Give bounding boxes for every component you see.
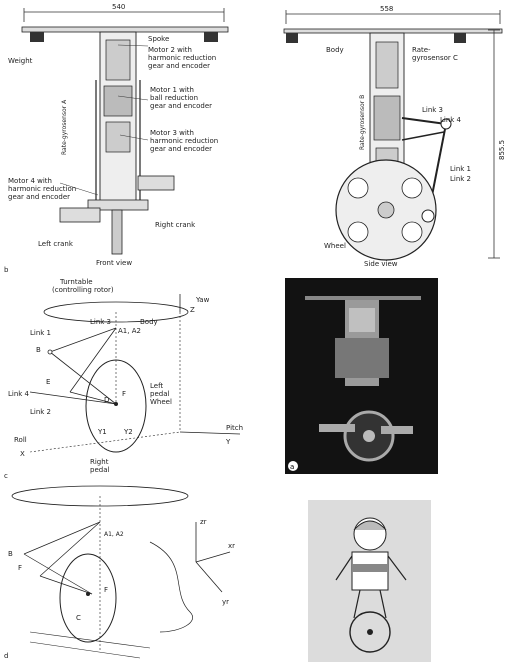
wheel-label-c: Wheel (150, 398, 172, 406)
front-dimension: 540 (112, 3, 125, 11)
body-label: Body (326, 46, 344, 54)
front-view-drawing: 540 Weight Spoke Motor 2 with harmonic r… (0, 0, 262, 274)
front-view-svg: 540 Weight Spoke Motor 2 with harmonic r… (4, 3, 229, 274)
c-label-d: C (76, 614, 81, 622)
weight-label: Weight (8, 57, 33, 65)
motor3-label-2: harmonic reduction (150, 137, 218, 145)
b-label-c: B (36, 346, 41, 354)
link2-label-c: Link 2 (30, 408, 51, 416)
kinematic-wheel (85, 359, 147, 453)
link4-label-c: Link 4 (8, 390, 30, 398)
b-label-d: B (8, 550, 13, 558)
weight-right (204, 32, 218, 42)
side-dimension-right: 855.5 (498, 140, 506, 160)
left-pedal-label-2: pedal (150, 390, 169, 398)
motor1-label-3: gear and encoder (150, 102, 212, 110)
f-left-label-d: F (18, 564, 22, 572)
turntable-label-1: Turntable (59, 278, 93, 286)
y1-label: Y1 (97, 428, 107, 436)
front-view-caption: Front view (96, 259, 132, 267)
zr-label: zr (200, 518, 207, 526)
z-axis-label: Z (190, 306, 195, 314)
coordinate-svg: B F F A1, A2 C zr xr yr d (4, 485, 235, 660)
link2-label: Link 2 (450, 175, 471, 183)
side-view-svg: 558 855.5 Body Rate- gyrosensor C Rate-g… (283, 5, 506, 268)
rate-gyro-b-label: Rate-gyrosensor B (359, 95, 366, 150)
link4-label: Link 4 (440, 116, 462, 124)
motor2-label-1: Motor 2 with (148, 46, 192, 54)
right-pedal-label-2: pedal (90, 466, 109, 474)
rate-gyro-c-label-2: gyrosensor C (412, 54, 458, 62)
pitch-label: Pitch (226, 424, 243, 432)
unicyclist-svg (308, 500, 431, 662)
rate-gyro-a-label: Rate-gyrosensor A (61, 99, 68, 155)
e-label-c: E (46, 378, 50, 386)
link3-label-c: Link 3 (90, 318, 111, 326)
f-right-label-d: F (104, 586, 108, 594)
robot-photo-svg: a (285, 278, 438, 474)
photo-tag: a (290, 463, 294, 471)
motor1-label-2: ball reduction (150, 94, 198, 102)
motor4-label-2: harmonic reduction (8, 185, 76, 193)
side-dimension-top: 558 (380, 5, 393, 13)
a1a2-label-d: A1, A2 (104, 531, 124, 538)
left-pedal-label-1: Left (150, 382, 163, 390)
right-pedal-label-1: Right (90, 458, 109, 466)
motor4-label-3: gear and encoder (8, 193, 70, 201)
x-axis-label: X (20, 450, 25, 458)
roll-label: Roll (14, 436, 27, 444)
motor3-label-3: gear and encoder (150, 145, 212, 153)
spoke-label: Spoke (148, 35, 169, 43)
unicyclist-sketch (308, 500, 431, 662)
coordinate-wheel (59, 553, 117, 643)
kinematic-svg: Turntable (controlling rotor) Yaw Z Body… (4, 278, 243, 480)
motor1-label-1: Motor 1 with (150, 86, 194, 94)
motor2-label-3: gear and encoder (148, 62, 210, 70)
panel-d-tag: d (4, 652, 8, 660)
motor4-label-1: Motor 4 with (8, 177, 52, 185)
side-view-caption: Side view (364, 260, 398, 268)
wheel-label: Wheel (324, 242, 346, 250)
motor3-label-1: Motor 3 with (150, 129, 194, 137)
d-label-c: D (104, 396, 109, 404)
y-axis-label: Y (225, 438, 231, 446)
link1-label-c: Link 1 (30, 329, 51, 337)
side-view-drawing: 558 855.5 Body Rate- gyrosensor C Rate-g… (262, 0, 515, 272)
weight-left (30, 32, 44, 42)
motor2-label-2: harmonic reduction (148, 54, 216, 62)
right-crank-shape (137, 175, 175, 191)
yaw-label: Yaw (195, 296, 210, 304)
coordinate-diagram: B F F A1, A2 C zr xr yr d (0, 482, 270, 662)
photo-tag-badge (288, 461, 298, 471)
panel-c-tag: c (4, 472, 8, 480)
panel-b-tag: b (4, 266, 9, 272)
left-crank-shape (59, 207, 101, 223)
robot-photo: a (285, 278, 438, 474)
rate-gyro-c-label-1: Rate- (412, 46, 431, 54)
y2-label: Y2 (123, 428, 133, 436)
a1a2-label: A1, A2 (118, 327, 141, 335)
left-crank-label: Left crank (38, 240, 74, 248)
link1-label: Link 1 (450, 165, 471, 173)
body-label-c: Body (140, 318, 158, 326)
yr-label: yr (222, 598, 229, 606)
f-label-c: F (122, 390, 126, 398)
right-crank-label: Right crank (155, 221, 196, 229)
turntable-label-2: (controlling rotor) (52, 286, 114, 294)
link3-label: Link 3 (422, 106, 443, 114)
xr-label: xr (228, 542, 235, 550)
kinematic-diagram: Turntable (controlling rotor) Yaw Z Body… (0, 272, 270, 482)
